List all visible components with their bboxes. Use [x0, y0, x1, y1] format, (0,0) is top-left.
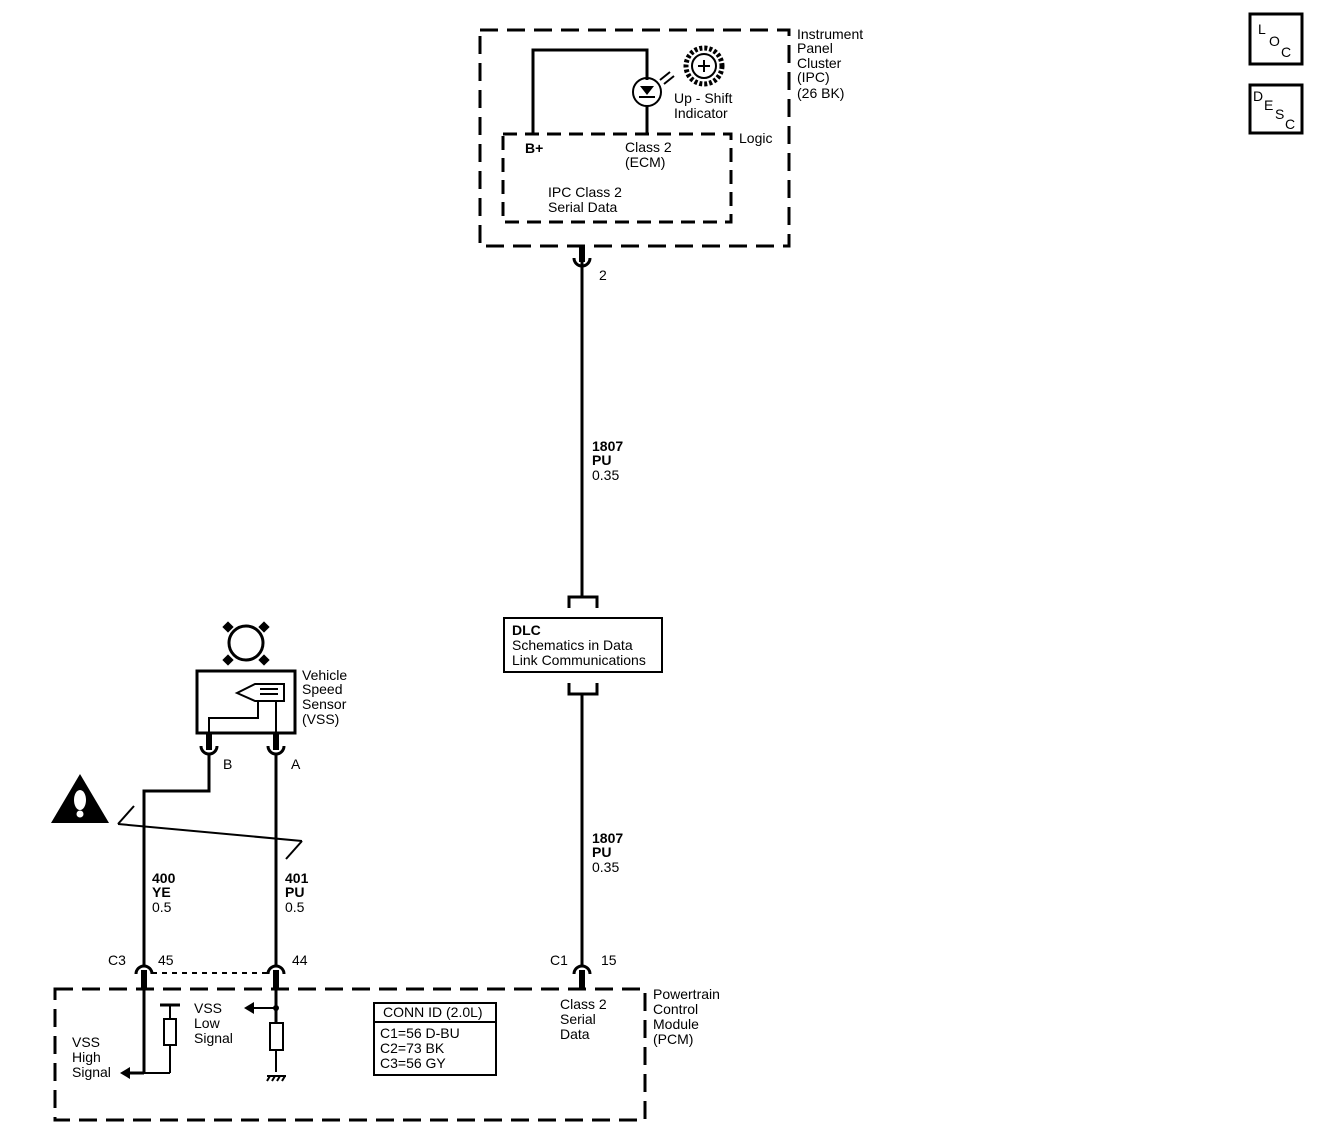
wire-400-color: YE: [152, 884, 171, 900]
desc-button[interactable]: D E S C: [1248, 83, 1304, 135]
ipc-connector-pin: 2: [572, 246, 607, 283]
dlc-line2: Schematics in Data: [512, 637, 633, 653]
vss-label-line2: Speed: [302, 681, 342, 697]
ground-icon: [266, 1075, 286, 1082]
pin-44-label: 44: [292, 952, 308, 968]
ipc-label-line1: Instrument: [797, 26, 863, 42]
vss-sensor: Vehicle Speed Sensor (VSS): [195, 621, 347, 735]
desc-letter-s: S: [1275, 106, 1284, 122]
gear-icon: [683, 45, 725, 87]
pcm-label-line3: Module: [653, 1016, 699, 1032]
vss-high-line1: VSS: [72, 1034, 100, 1050]
vss-label-line1: Vehicle: [302, 667, 347, 683]
wire-400: [142, 754, 211, 966]
ipc-class2-line1: Class 2: [625, 139, 672, 155]
wire-upper-gauge: 0.35: [592, 467, 619, 483]
pcm-vss-circuit: [120, 990, 286, 1082]
pin-15-label: 15: [601, 952, 617, 968]
vss-low-line1: VSS: [194, 1000, 222, 1016]
indicator-label-line2: Indicator: [674, 105, 728, 121]
lamp-icon: [632, 71, 675, 107]
desc-letter-e: E: [1264, 97, 1273, 113]
warning-icon: [51, 774, 109, 823]
pcm-pin-44: 44: [266, 952, 308, 990]
indicator-label-line1: Up - Shift: [674, 90, 732, 106]
conn-c3-label: C3: [108, 952, 126, 968]
conn-id-table: CONN ID (2.0L) C1=56 D-BU C2=73 BK C3=56…: [373, 1002, 497, 1076]
twisted-pair-marker: [117, 805, 303, 860]
ipc-label-line5: (26 BK): [797, 85, 844, 101]
vss-low-line3: Signal: [194, 1030, 233, 1046]
vss-label-line4: (VSS): [302, 711, 339, 727]
pcm-class2-line2: Serial: [560, 1011, 596, 1027]
ipc-label-line2: Panel: [797, 40, 833, 56]
pcm-label-line4: (PCM): [653, 1031, 693, 1047]
vss-label-line3: Sensor: [302, 696, 347, 712]
logic-label: Logic: [739, 130, 772, 146]
loc-letter-o: O: [1269, 33, 1280, 49]
pcm-module: Powertrain Control Module (PCM): [53, 986, 720, 1122]
conn-id-row: C1=56 D-BU: [380, 1025, 460, 1041]
dlc-title: DLC: [512, 622, 541, 638]
ipc-label-line4: (IPC): [797, 69, 830, 85]
vss-pin-b: B: [199, 733, 232, 772]
pcm-label-line1: Powertrain: [653, 986, 720, 1002]
conn-c1-label: C1: [550, 952, 568, 968]
wire-lower-gauge: 0.35: [592, 859, 619, 875]
pin-b-label: B: [223, 756, 232, 772]
vss-pin-a: A: [266, 733, 301, 772]
loc-letter-c: C: [1281, 44, 1291, 60]
pcm-label-line2: Control: [653, 1001, 698, 1017]
vss-high-line3: Signal: [72, 1064, 111, 1080]
pin-45-label: 45: [158, 952, 174, 968]
conn-id-row: C2=73 BK: [380, 1040, 445, 1056]
wire-lower-circuit: 1807: [592, 830, 623, 846]
wire-400-circuit: 400: [152, 870, 176, 886]
vss-high-line2: High: [72, 1049, 101, 1065]
dlc-block[interactable]: DLC Schematics in Data Link Communicatio…: [503, 595, 663, 696]
ipc-module: Up - Shift Indicator Instrument Panel Cl…: [478, 26, 863, 248]
pcm-class2-line3: Data: [560, 1026, 590, 1042]
wire-upper-circuit: 1807: [592, 438, 623, 454]
ipc-label-line3: Cluster: [797, 55, 842, 71]
pcm-pin-45: C3 45: [108, 952, 174, 990]
loc-button[interactable]: L O C: [1248, 12, 1304, 66]
wire-401-circuit: 401: [285, 870, 309, 886]
desc-letter-d: D: [1253, 88, 1263, 104]
pcm-pin-15: C1 15: [550, 952, 617, 990]
ipc-pin-number: 2: [599, 267, 607, 283]
ipc-serial-line1: IPC Class 2: [548, 184, 622, 200]
wire-400-gauge: 0.5: [152, 899, 172, 915]
ipc-class2-line2: (ECM): [625, 154, 665, 170]
wire-upper-color: PU: [592, 452, 611, 468]
wire-401-gauge: 0.5: [285, 899, 305, 915]
sensor-icon: [222, 621, 270, 666]
conn-id-row: C3=56 GY: [380, 1055, 446, 1071]
bplus-label: B+: [525, 140, 543, 156]
conn-id-title: CONN ID (2.0L): [383, 1004, 483, 1020]
desc-letter-c: C: [1285, 116, 1295, 132]
dlc-line3: Link Communications: [512, 652, 646, 668]
wire-401-color: PU: [285, 884, 304, 900]
pcm-class2-line1: Class 2: [560, 996, 607, 1012]
loc-letter-l: L: [1258, 21, 1266, 37]
vss-low-line2: Low: [194, 1015, 221, 1031]
ipc-serial-line2: Serial Data: [548, 199, 617, 215]
pin-a-label: A: [291, 756, 301, 772]
wire-lower-color: PU: [592, 844, 611, 860]
